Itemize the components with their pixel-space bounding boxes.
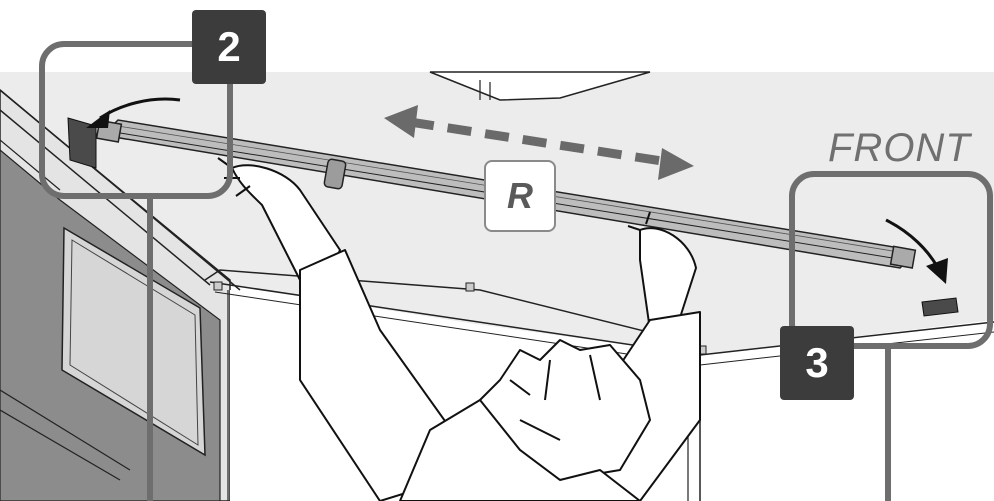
step-2-badge: 2 [192,10,266,84]
front-label: FRONT [828,126,971,170]
step-3-badge: 3 [780,326,854,400]
curved-arrow-right-icon [885,218,948,284]
bracket-right [921,297,959,317]
rail-label: R [484,160,556,232]
double-dashed-arrow-icon [384,105,694,180]
bracket-left [67,117,97,169]
rail-clip [323,158,347,190]
rail-end-right [889,245,917,269]
roof-vent [429,71,651,101]
callout-frame-step2 [39,41,233,199]
curved-arrow-left-icon [86,97,181,128]
window [61,226,206,457]
person [217,157,701,501]
